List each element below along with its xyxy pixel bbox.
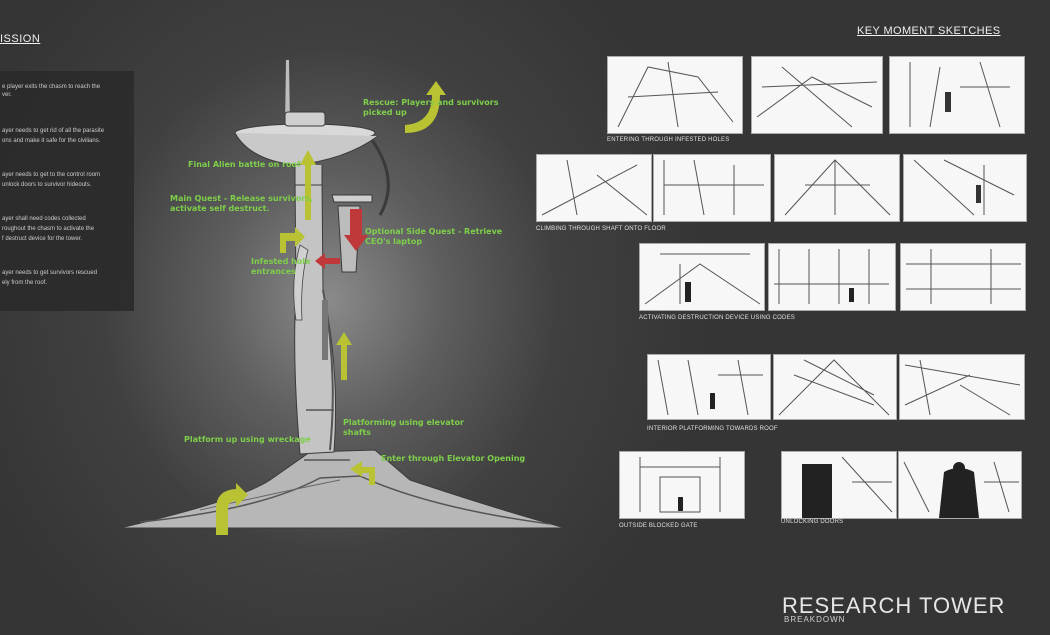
sketch-image bbox=[768, 243, 896, 311]
mission-line: e player exits the chasm to reach the bbox=[2, 83, 100, 91]
label-platforming: Platforming using elevatorshafts bbox=[343, 418, 464, 438]
caption-row1: ENTERING THROUGH INFESTED HOLES bbox=[607, 137, 729, 143]
label-wreckage: Platform up using wreckage bbox=[184, 435, 311, 445]
mission-line: ayer needs to get rid of all the parasit… bbox=[2, 127, 104, 135]
brand-subtitle: BREAKDOWN bbox=[784, 615, 845, 624]
arrow-up-icon bbox=[336, 332, 352, 380]
arrow-bend-icon bbox=[350, 461, 375, 485]
label-infested: Infested holeentrances bbox=[251, 257, 310, 277]
mission-line: ver. bbox=[2, 91, 12, 99]
sketch-image bbox=[639, 243, 765, 311]
path-arrows bbox=[200, 75, 480, 545]
caption-row3: ACTIVATING DESTRUCTION DEVICE USING CODE… bbox=[639, 315, 795, 321]
mission-line: ons and make it safe for the civilians. bbox=[2, 137, 100, 145]
caption-row5b: UNLOCKING DOORS bbox=[781, 519, 843, 525]
sketch-image bbox=[536, 154, 652, 222]
arrow-left-icon bbox=[315, 253, 340, 269]
mission-title: ISSION bbox=[0, 33, 40, 45]
sketches-title: KEY MOMENT SKETCHES bbox=[857, 25, 1001, 37]
mission-line: unlock doors to survivor hideouts. bbox=[2, 181, 91, 189]
mission-line: ayer needs to get survivors rescued bbox=[2, 269, 97, 277]
mission-line: f destruct device for the tower. bbox=[2, 235, 82, 243]
sketch-image bbox=[774, 154, 900, 222]
label-side-quest: Optional Side Quest - RetrieveCEO's lapt… bbox=[365, 227, 502, 247]
label-rescue: Rescue: Players and survivorspicked up bbox=[363, 98, 498, 118]
sketch-image bbox=[889, 56, 1025, 134]
sketch-image bbox=[900, 243, 1026, 311]
sketch-image bbox=[773, 354, 897, 420]
label-final-battle: Final Alien battle on roof bbox=[188, 160, 301, 170]
sketch-image bbox=[898, 451, 1022, 519]
label-enter: Enter through Elevator Opening bbox=[381, 454, 525, 464]
sketch-image bbox=[619, 451, 745, 519]
sketch-image bbox=[647, 354, 771, 420]
arrow-bend-icon bbox=[280, 227, 305, 253]
mission-line: roughout the chasm to activate the bbox=[2, 225, 94, 233]
mission-line: ayer needs to get to the control room bbox=[2, 171, 100, 179]
sketch-image bbox=[653, 154, 771, 222]
caption-row2: CLIMBING THROUGH SHAFT ONTO FLOOR bbox=[536, 226, 666, 232]
caption-row4: INTERIOR PLATFORMING TOWARDS ROOF bbox=[647, 426, 778, 432]
label-main-quest: Main Quest - Release survivors,activate … bbox=[170, 194, 313, 214]
mission-line: ely from the roof. bbox=[2, 279, 47, 287]
mission-line: ayer shall need codes collected bbox=[2, 215, 86, 223]
sketch-image bbox=[781, 451, 897, 519]
caption-row5a: OUTSIDE BLOCKED GATE bbox=[619, 523, 698, 529]
sketch-image bbox=[903, 154, 1027, 222]
sketch-image bbox=[899, 354, 1025, 420]
sketch-image bbox=[751, 56, 883, 134]
sketch-image bbox=[607, 56, 743, 134]
arrow-bend-icon bbox=[216, 483, 248, 535]
